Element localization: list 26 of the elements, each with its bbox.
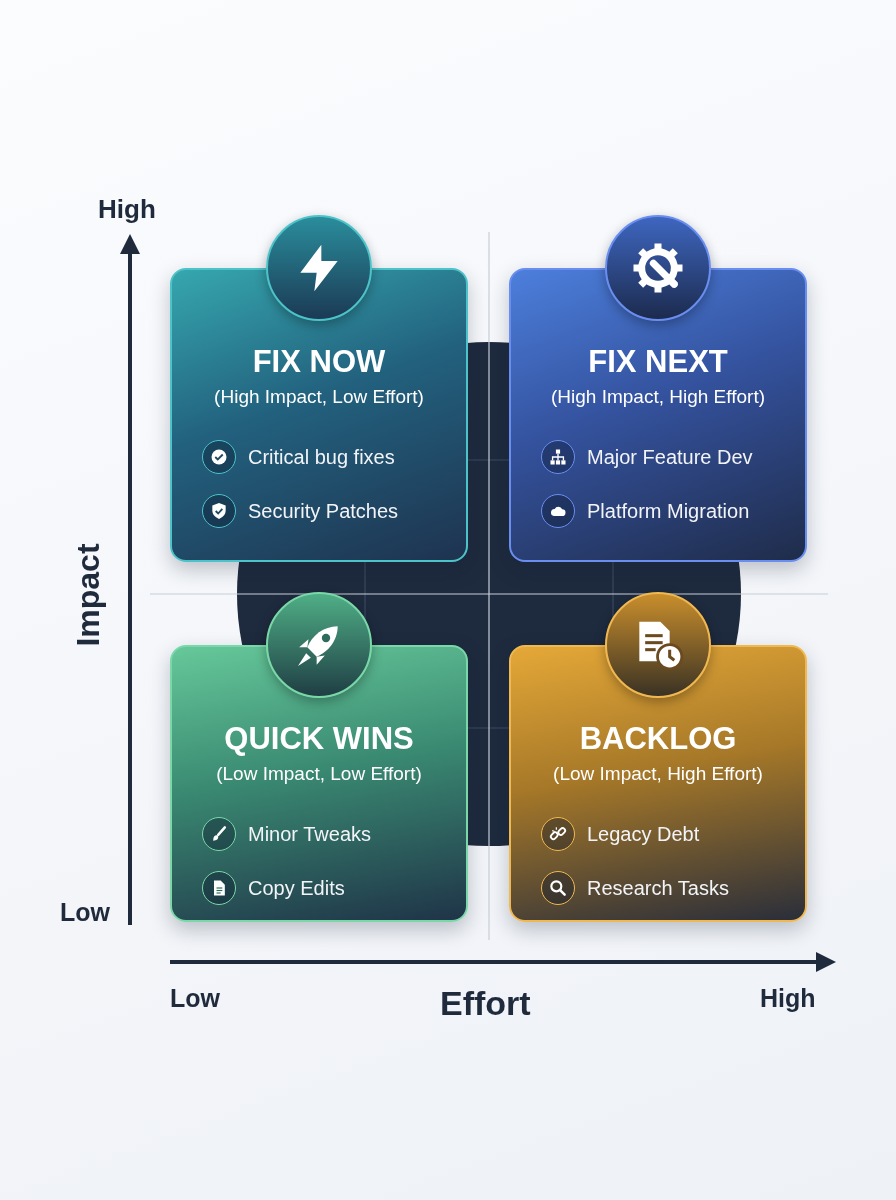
axis-title: Impact	[69, 543, 107, 647]
quadrant-card	[509, 268, 807, 562]
task-item: Minor Tweaks	[248, 823, 371, 846]
task-item: Major Feature Dev	[587, 446, 753, 469]
quadrant-card	[170, 645, 468, 922]
axis-label: Low	[170, 984, 220, 1013]
axis-title: Effort	[440, 984, 531, 1023]
task-item: Legacy Debt	[587, 823, 700, 846]
quadrant-card	[170, 268, 468, 562]
task-item: Critical bug fixes	[248, 446, 395, 469]
quadrant-title: QUICK WINS	[223, 721, 415, 757]
axis-label: Low	[60, 898, 110, 927]
task-item: Research Tasks	[587, 877, 729, 900]
quadrant-subtitle: (High Impact, Low Effort)	[213, 386, 425, 408]
task-item: Copy Edits	[248, 877, 345, 900]
quadrant-title: FIX NEXT	[587, 344, 729, 380]
quadrant-subtitle: (Low Impact, High Effort)	[552, 763, 764, 785]
axis-label: High	[98, 194, 156, 225]
quadrant-title: BACKLOG	[578, 721, 738, 757]
quadrant-card	[509, 645, 807, 922]
task-item: Platform Migration	[587, 500, 750, 523]
quadrant-subtitle: (High Impact, High Effort)	[550, 386, 766, 408]
quadrant-subtitle: (Low Impact, Low Effort)	[215, 763, 423, 785]
quadrant-title: FIX NOW	[251, 344, 387, 380]
task-item: Security Patches	[248, 500, 399, 523]
axis-label: High	[760, 984, 816, 1013]
